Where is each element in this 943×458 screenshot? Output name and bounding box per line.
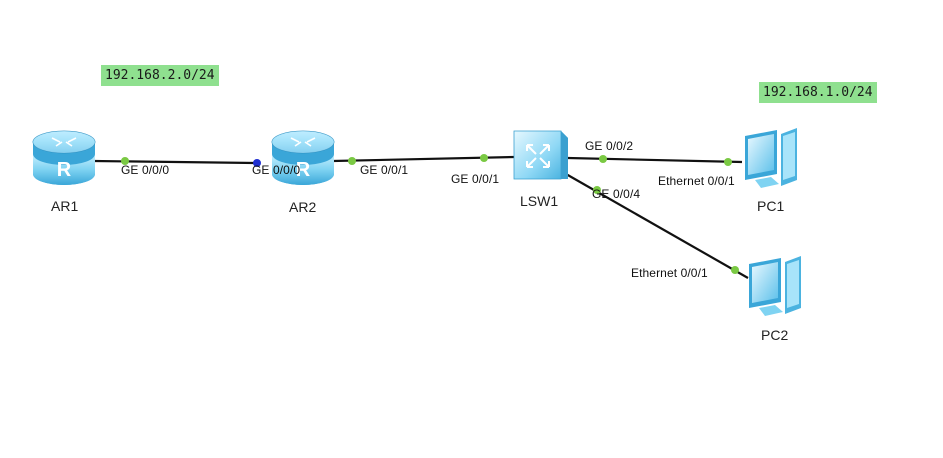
port-dot-lsw1-ge004[interactable] <box>593 186 601 194</box>
port-label-lsw1-ge001: GE 0/0/1 <box>451 172 500 186</box>
port-label-ar2-ge000: GE 0/0/0 <box>252 163 301 177</box>
router-icon[interactable]: R <box>32 130 96 185</box>
device-name-ar1: AR1 <box>51 198 79 214</box>
router-icon[interactable]: R <box>271 130 335 185</box>
port-dot-lsw1-ge001[interactable] <box>480 154 488 162</box>
port-label-pc1-eth001: Ethernet 0/0/1 <box>658 174 735 188</box>
device-name-pc1: PC1 <box>757 198 785 214</box>
port-dot-pc2-eth001[interactable] <box>731 266 739 274</box>
svg-text:R: R <box>57 159 72 181</box>
port-label-ar2-ge001: GE 0/0/1 <box>360 163 409 177</box>
network-label-right: 192.168.1.0/24 <box>759 82 877 103</box>
port-label-pc2-eth001: Ethernet 0/0/1 <box>631 266 708 280</box>
port-label-lsw1-ge002: GE 0/0/2 <box>585 139 634 153</box>
svg-text:R: R <box>296 159 311 181</box>
port-label-ar1-ge000: GE 0/0/0 <box>121 163 170 177</box>
port-label-lsw1-ge004: GE 0/0/4 <box>592 187 641 201</box>
link-lsw1-pc1[interactable] <box>567 156 743 164</box>
pc-icon[interactable] <box>745 128 797 188</box>
pc-icon[interactable] <box>749 256 801 316</box>
device-name-lsw1: LSW1 <box>520 193 559 209</box>
port-dot-ar2-ge001[interactable] <box>348 157 356 165</box>
switch-icon[interactable] <box>513 130 568 180</box>
network-label-left: 192.168.2.0/24 <box>101 65 219 86</box>
device-name-pc2: PC2 <box>761 327 789 343</box>
link-ar1-ar2[interactable] <box>93 159 259 165</box>
port-dot-ar1-ge000[interactable] <box>121 157 129 165</box>
device-name-ar2: AR2 <box>289 199 317 215</box>
port-dot-lsw1-ge002[interactable] <box>599 155 607 163</box>
port-dot-ar2-ge000[interactable] <box>253 159 261 167</box>
port-dot-pc1-eth001[interactable] <box>724 158 732 166</box>
